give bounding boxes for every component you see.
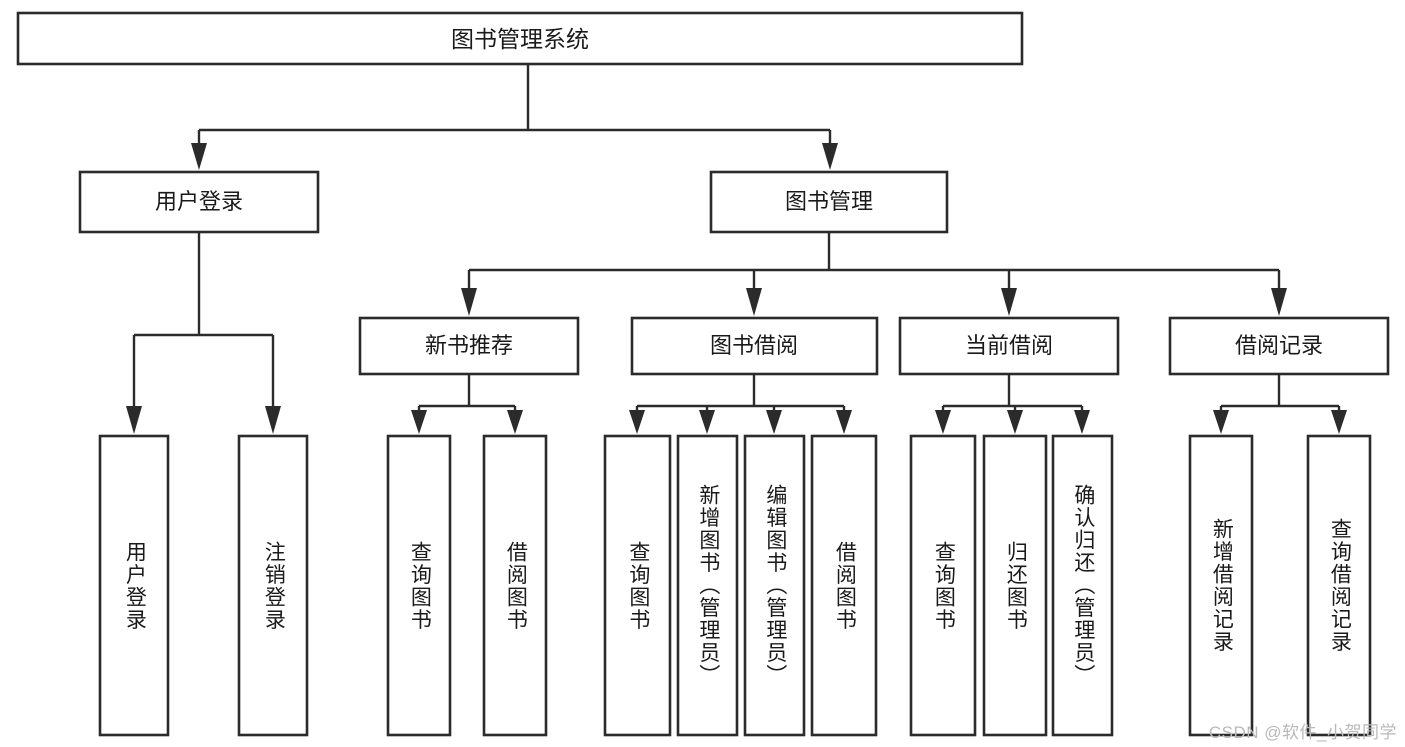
arrow-head-cb-return-book (1007, 410, 1023, 434)
arrow-head-user-login-do (126, 406, 142, 434)
arrow-head-user-logout (265, 406, 281, 434)
node-label-new-book-recommend: 新书推荐 (425, 333, 513, 358)
connector-layer (126, 64, 1347, 434)
node-box-br-query-record[interactable] (1306, 434, 1372, 737)
node-box-br-add-record[interactable] (1188, 434, 1254, 737)
arrow-head-nbr-borrow-book (507, 410, 523, 434)
node-label-current-borrow: 当前借阅 (965, 333, 1053, 358)
node-label-root: 图书管理系统 (451, 26, 589, 52)
node-label-user-login: 用户登录 (155, 189, 243, 214)
node-label-layer: 图书管理系统 用户登录 图书管理 新书推荐 图书借阅 当前借阅 借阅记录 (155, 26, 1323, 358)
arrow-head-new-book-recommend (461, 288, 477, 316)
node-box-nbr-query-book[interactable] (386, 434, 452, 737)
arrow-head-book-borrow (746, 288, 762, 316)
node-box-cb-confirm-return[interactable] (1051, 434, 1114, 737)
node-box-current-borrow[interactable] (898, 316, 1120, 376)
arrow-head-cb-query-book (935, 410, 951, 434)
csdn-watermark: CSDN @软件_小贺同学 (1208, 723, 1397, 742)
arrow-head-bb-edit-book (766, 410, 782, 434)
node-label-book-management: 图书管理 (785, 189, 873, 214)
node-box-bb-borrow-book[interactable] (810, 434, 878, 737)
node-box-nbr-borrow-book[interactable] (482, 434, 548, 737)
node-box-cb-query-book[interactable] (909, 434, 977, 737)
arrow-head-nbr-query-book (411, 410, 427, 434)
node-box-bb-edit-book[interactable] (743, 434, 806, 737)
node-box-bb-query-book[interactable] (603, 434, 672, 737)
arrow-head-br-query-record (1331, 410, 1347, 434)
arrow-head-bb-add-book (699, 410, 715, 434)
node-box-borrow-record[interactable] (1168, 316, 1390, 376)
arrow-head-borrow-record (1271, 288, 1287, 316)
arrow-head-cb-confirm-return (1074, 410, 1090, 434)
node-label-borrow-record: 借阅记录 (1235, 333, 1323, 358)
node-box-book-management[interactable] (709, 170, 949, 234)
arrow-head-user-login (191, 143, 207, 170)
node-box-layer (16, 11, 1390, 737)
node-box-user-logout[interactable] (237, 434, 309, 737)
arrow-head-bb-borrow-book (836, 410, 852, 434)
node-box-root[interactable] (16, 11, 1024, 66)
arrow-head-book-management (822, 143, 838, 170)
node-label-book-borrow: 图书借阅 (710, 333, 798, 358)
arrow-head-br-add-record (1213, 410, 1229, 434)
node-box-user-login-do[interactable] (98, 434, 170, 737)
node-box-user-login[interactable] (78, 170, 320, 234)
node-box-book-borrow[interactable] (630, 316, 879, 376)
node-box-bb-add-book[interactable] (676, 434, 739, 737)
arrow-head-bb-query-book (629, 410, 645, 434)
node-box-cb-return-book[interactable] (982, 434, 1048, 737)
node-box-new-book-recommend[interactable] (358, 316, 580, 376)
arrow-head-current-borrow (1001, 288, 1017, 316)
